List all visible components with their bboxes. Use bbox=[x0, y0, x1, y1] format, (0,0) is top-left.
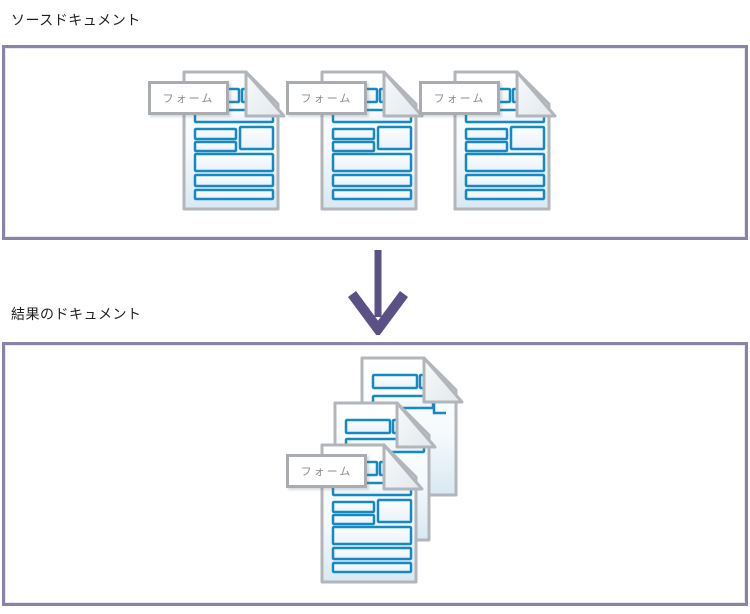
form-label-badge: フォーム bbox=[419, 81, 500, 115]
folded-corner bbox=[382, 70, 424, 118]
source-document-2: フォーム bbox=[286, 70, 424, 211]
folded-corner bbox=[515, 70, 557, 118]
form-label-text: フォーム bbox=[162, 92, 215, 105]
result-document-box: フォーム bbox=[2, 342, 748, 606]
result-section-heading: 結果のドキュメント bbox=[11, 307, 142, 323]
form-label-badge: フォーム bbox=[148, 81, 229, 115]
hidden-field-corner bbox=[432, 402, 446, 415]
form-label-text: フォーム bbox=[300, 92, 353, 105]
form-label-text: フォーム bbox=[300, 465, 353, 478]
folded-corner bbox=[244, 70, 286, 118]
folded-corner bbox=[382, 443, 424, 491]
form-label-text: フォーム bbox=[433, 92, 486, 105]
folded-corner bbox=[422, 356, 464, 404]
source-document-1: フォーム bbox=[148, 70, 286, 211]
source-documents-box: フォーム フォーム bbox=[2, 45, 748, 240]
down-arrow-icon bbox=[347, 250, 409, 335]
form-document-icon bbox=[182, 70, 286, 211]
folded-corner bbox=[395, 401, 437, 449]
form-label-badge: フォーム bbox=[286, 454, 367, 488]
source-section-heading: ソースドキュメント bbox=[11, 13, 141, 29]
result-document-front-page: フォーム bbox=[286, 443, 424, 584]
source-document-3: フォーム bbox=[419, 70, 557, 211]
form-label-badge: フォーム bbox=[286, 81, 367, 115]
